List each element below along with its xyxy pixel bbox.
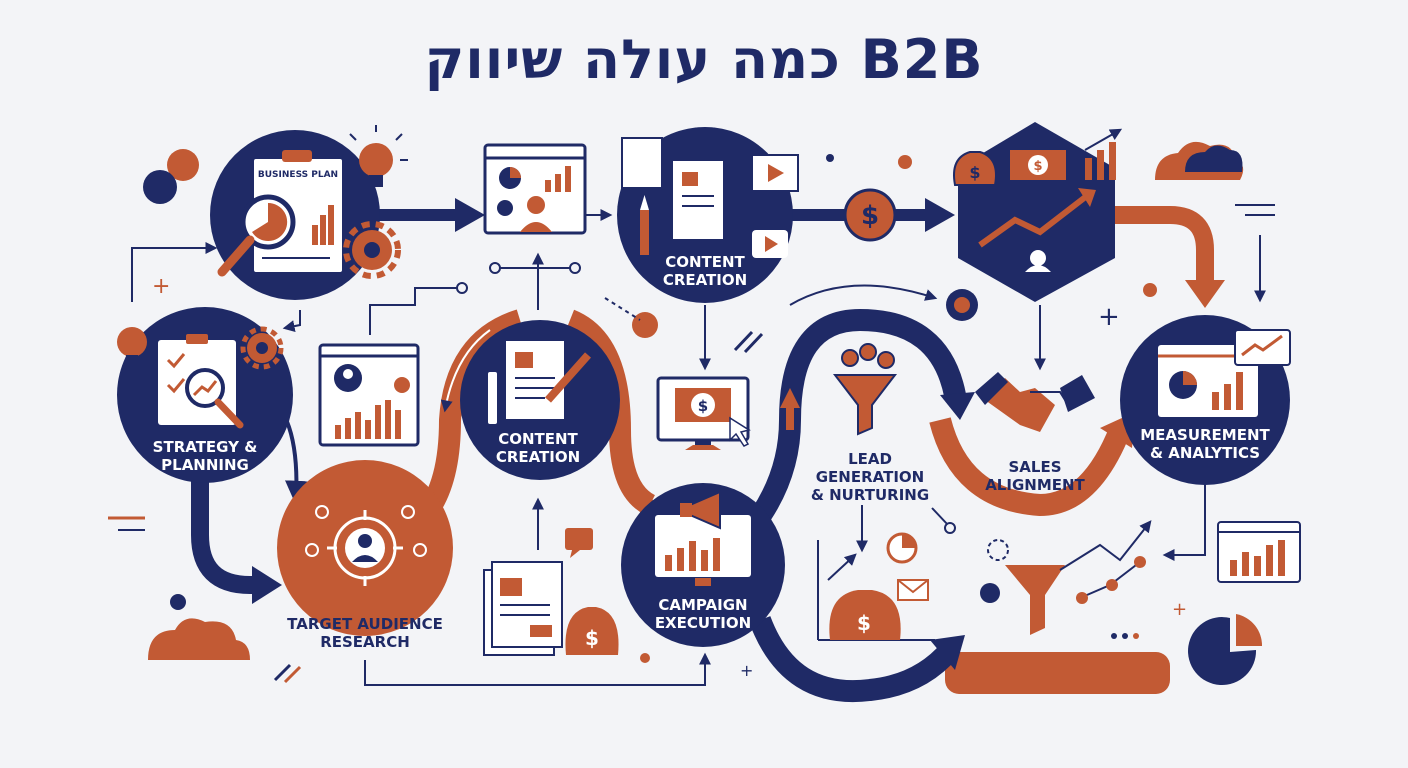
cloud-icon bbox=[1155, 141, 1244, 180]
measurement-label-line: & ANALYTICS bbox=[1149, 444, 1261, 462]
growth-hexagon-node: $ $ bbox=[953, 122, 1123, 302]
content-creation-top-label-line: CREATION bbox=[662, 271, 748, 289]
gear-icon bbox=[240, 326, 284, 370]
svg-text:$: $ bbox=[698, 397, 708, 415]
video-play-icon bbox=[751, 154, 799, 258]
strategy-label-line: PLANNING bbox=[161, 456, 249, 474]
sales-chart-panel: $ bbox=[817, 532, 935, 641]
content-creation-mid-label: CONTENT CREATION bbox=[473, 430, 603, 466]
svg-text:+: + bbox=[740, 661, 753, 680]
content-creation-mid-label-line: CONTENT bbox=[498, 430, 578, 448]
decorations: + + + + bbox=[108, 141, 1275, 694]
money-bag-icon: $ bbox=[953, 151, 997, 186]
content-creation-mid-label-line: CREATION bbox=[495, 448, 581, 466]
svg-text:$: $ bbox=[969, 163, 980, 182]
business-plan-label: BUSINESS PLAN bbox=[257, 170, 339, 180]
lead-generation-label-line: LEAD bbox=[848, 450, 892, 468]
trend-arrow bbox=[1059, 520, 1152, 604]
svg-text:+: + bbox=[152, 274, 170, 299]
target-audience-label-line: TARGET AUDIENCE bbox=[287, 615, 443, 633]
svg-text:$: $ bbox=[857, 611, 871, 635]
sales-alignment-label: SALES ALIGNMENT bbox=[975, 458, 1095, 494]
campaign-label-line: EXECUTION bbox=[654, 614, 752, 632]
lightbulb-icon bbox=[349, 125, 408, 187]
sales-alignment-label-line: ALIGNMENT bbox=[985, 476, 1085, 494]
svg-text:$: $ bbox=[585, 626, 599, 650]
presentation-chart-icon bbox=[318, 343, 420, 447]
funnel-icon bbox=[832, 343, 898, 436]
content-creation-top-label-line: CONTENT bbox=[665, 253, 745, 271]
lightbulb-icon bbox=[946, 289, 978, 321]
measurement-label: MEASUREMENT & ANALYTICS bbox=[1130, 426, 1280, 462]
lead-generation-label: LEAD GENERATION & NURTURING bbox=[795, 450, 945, 504]
lightbulb-icon bbox=[117, 327, 147, 365]
strategy-label-line: STRATEGY & bbox=[152, 438, 258, 456]
target-audience-label: TARGET AUDIENCE RESEARCH bbox=[280, 615, 450, 651]
svg-text:+: + bbox=[1172, 599, 1187, 620]
document-pen-icon bbox=[488, 339, 591, 424]
bar-chart-icon bbox=[1217, 521, 1301, 583]
documents-icon: $ bbox=[483, 528, 619, 656]
campaign-node bbox=[621, 483, 785, 647]
content-creation-mid-node bbox=[460, 320, 620, 480]
content-creation-top-node bbox=[617, 127, 799, 303]
business-plan-node bbox=[210, 125, 408, 300]
pie-chart-icon bbox=[886, 532, 918, 564]
sales-alignment-label-line: SALES bbox=[1008, 458, 1062, 476]
document-pen-icon bbox=[621, 137, 725, 255]
dollar-coin-icon: $ bbox=[843, 188, 897, 242]
campaign-label-line: CAMPAIGN bbox=[658, 596, 748, 614]
svg-text:$: $ bbox=[861, 201, 879, 231]
audience-target-icon bbox=[305, 505, 427, 586]
gear-icon bbox=[343, 221, 401, 279]
target-audience-node bbox=[277, 460, 453, 636]
monitor-dollar-icon: $ bbox=[656, 376, 751, 450]
page-title: כמה עולה שיווק B2B bbox=[424, 28, 984, 91]
lead-generation-label-line: GENERATION bbox=[815, 468, 925, 486]
funnel-icon bbox=[987, 539, 1065, 635]
magnifier-chart-icon bbox=[185, 368, 244, 429]
bar-chart-icon bbox=[1084, 128, 1123, 180]
money-bag-icon: $ bbox=[829, 590, 901, 640]
content-creation-top-label: CONTENT CREATION bbox=[640, 253, 770, 289]
envelope-icon bbox=[897, 579, 929, 601]
campaign-label: CAMPAIGN EXECUTION bbox=[638, 596, 768, 632]
svg-text:$: $ bbox=[1033, 159, 1042, 174]
magnifier-chart-icon bbox=[217, 194, 296, 277]
money-bag-icon: $ bbox=[565, 607, 619, 655]
megaphone-icon bbox=[680, 490, 721, 530]
svg-text:+: + bbox=[1098, 302, 1120, 332]
lead-generation-label-line: & NURTURING bbox=[810, 486, 930, 504]
connectors bbox=[131, 209, 1266, 686]
strategy-node bbox=[117, 307, 293, 483]
cloud-icon bbox=[148, 618, 250, 660]
strategy-label: STRATEGY & PLANNING bbox=[125, 438, 285, 474]
flow-arrows bbox=[191, 198, 1225, 703]
presentation-chart-icon bbox=[483, 143, 587, 235]
target-audience-label-line: RESEARCH bbox=[320, 633, 410, 651]
measurement-label-line: MEASUREMENT bbox=[1140, 426, 1270, 444]
lead-generation-node bbox=[832, 289, 978, 436]
handshake-icon bbox=[975, 372, 1095, 432]
measurement-node bbox=[1120, 315, 1291, 485]
